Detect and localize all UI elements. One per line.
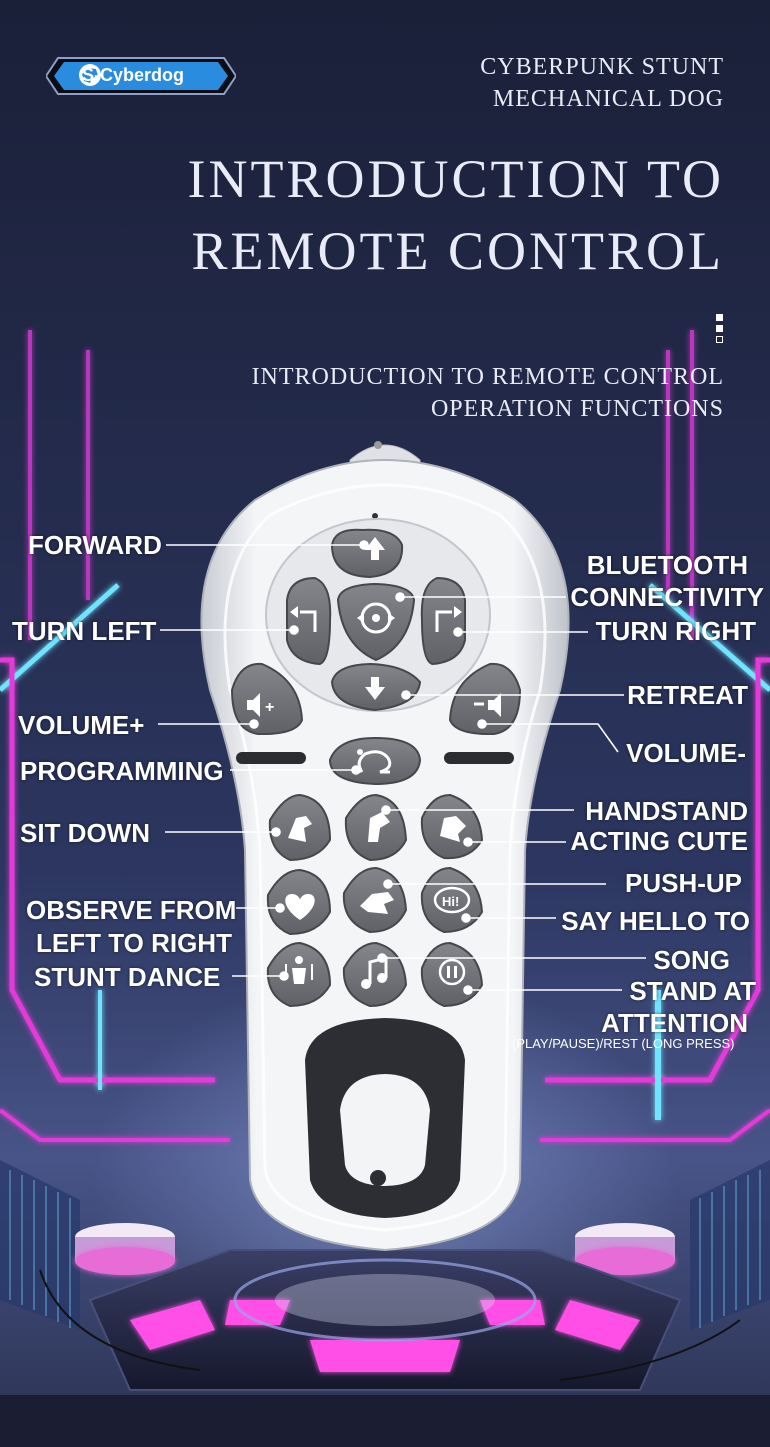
- label-observe-line1: OBSERVE FROM: [26, 895, 237, 925]
- volume-up-button[interactable]: +: [230, 662, 304, 736]
- label-bluetooth-line2: CONNECTIVITY: [570, 582, 764, 612]
- label-bluetooth-line1: BLUETOOTH: [586, 550, 748, 580]
- turn-right-button[interactable]: [420, 576, 466, 666]
- bluetooth-icon: [357, 602, 395, 634]
- observe-button[interactable]: [266, 868, 332, 936]
- arrow-down-icon: [365, 677, 385, 700]
- label-stand-line1: STAND AT: [629, 976, 756, 1006]
- label-stunt-dance: STUNT DANCE: [34, 962, 221, 992]
- label-stand-note: (PLAY/PAUSE)/REST (LONG PRESS): [512, 1036, 735, 1051]
- label-push-up: PUSH-UP: [624, 868, 742, 898]
- programming-icon: [357, 749, 392, 774]
- bluetooth-button[interactable]: [336, 582, 416, 662]
- label-forward: FORWARD: [28, 530, 162, 560]
- arrow-up-icon: [365, 537, 385, 560]
- label-programming: PROGRAMMING: [20, 756, 224, 786]
- label-stand-line2: ATTENTION: [601, 1008, 748, 1038]
- dog-pushup-icon: [360, 892, 394, 914]
- dog-handstand-icon: [368, 812, 390, 842]
- brand-name: S-Cyberdog: [82, 65, 185, 85]
- brand-badge: [46, 57, 236, 95]
- label-song: SONG: [653, 945, 730, 975]
- page-title-line2: REMOTE CONTROL: [191, 221, 724, 281]
- label-handstand: HANDSTAND: [585, 796, 748, 826]
- hi-bubble-icon: Hi!: [433, 886, 471, 914]
- label-volume-up: VOLUME+: [18, 710, 145, 740]
- handstand-button[interactable]: [344, 793, 408, 862]
- label-say-hello: SAY HELLO TO: [561, 906, 750, 936]
- svg-text:Hi!: Hi!: [442, 894, 459, 909]
- volume-down-button[interactable]: [448, 662, 522, 736]
- label-retreat: RETREAT: [627, 680, 748, 710]
- volume-down-icon: [474, 693, 501, 717]
- decor-dots: [716, 314, 724, 347]
- label-observe-line2: LEFT TO RIGHT: [36, 928, 232, 958]
- volume-up-icon: +: [247, 693, 274, 717]
- sit-down-button[interactable]: [268, 793, 332, 862]
- dog-cute-icon: [440, 816, 466, 842]
- turn-left-icon: [290, 606, 317, 632]
- label-turn-left: TURN LEFT: [12, 616, 157, 646]
- turn-right-icon: [435, 606, 462, 632]
- tagline-line1: CYBERPUNK STUNT: [480, 54, 724, 80]
- label-sit-down: SIT DOWN: [20, 818, 150, 848]
- dog-logo-icon: [79, 64, 101, 86]
- turn-left-button[interactable]: [286, 576, 332, 666]
- retreat-button[interactable]: [330, 662, 422, 712]
- svg-text:+: +: [265, 699, 274, 716]
- subtitle-line1: INTRODUCTION TO REMOTE CONTROL: [251, 364, 724, 390]
- forward-button[interactable]: [330, 528, 404, 579]
- heart-icon: [285, 894, 315, 920]
- subtitle-line2: OPERATION FUNCTIONS: [430, 396, 724, 422]
- tagline-line2: MECHANICAL DOG: [492, 86, 724, 112]
- dog-sit-icon: [288, 816, 312, 842]
- label-acting-cute: ACTING CUTE: [570, 826, 748, 856]
- page-title-line1: INTRODUCTION TO: [187, 149, 724, 209]
- label-volume-down: VOLUME-: [626, 738, 746, 768]
- label-turn-right: TURN RIGHT: [595, 616, 756, 646]
- pause-icon: [438, 958, 466, 986]
